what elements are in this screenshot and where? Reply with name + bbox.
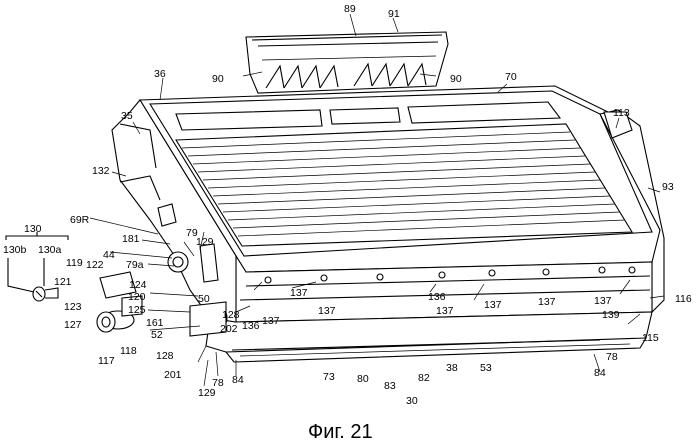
label-130b: 130b: [3, 244, 27, 256]
label-139: 139: [602, 309, 620, 321]
label-130: 130: [24, 223, 42, 235]
label-38: 38: [446, 362, 458, 374]
label-181: 181: [122, 233, 140, 245]
label-118: 118: [120, 345, 137, 357]
label-89: 89: [344, 3, 356, 15]
label-129-bottom: 129: [198, 387, 216, 399]
label-130a: 130a: [38, 244, 62, 256]
figure-caption: Фиг. 21: [308, 421, 373, 443]
label-137-g: 137: [290, 287, 308, 299]
label-83: 83: [384, 380, 396, 392]
label-93: 93: [662, 181, 674, 193]
label-128-lower: 128: [156, 350, 174, 362]
label-132: 132: [92, 165, 110, 177]
label-90-right: 90: [450, 73, 462, 85]
label-119: 119: [66, 257, 83, 269]
label-84-right: 84: [594, 367, 606, 379]
label-70: 70: [505, 71, 517, 83]
label-113: 113: [613, 107, 630, 119]
label-202: 202: [220, 323, 238, 335]
cartridge-body-drawing: [6, 86, 664, 362]
label-69R: 69R: [70, 214, 90, 226]
label-122: 122: [86, 259, 104, 271]
handle-drawing: [246, 32, 448, 93]
label-91: 91: [388, 8, 400, 20]
label-90-left: 90: [212, 73, 224, 85]
label-73: 73: [323, 371, 335, 383]
label-35: 35: [121, 110, 133, 122]
label-80: 80: [357, 373, 369, 385]
label-53: 53: [480, 362, 492, 374]
label-137-c: 137: [436, 305, 454, 317]
label-52: 52: [151, 329, 163, 341]
label-120: 120: [128, 291, 146, 303]
label-82: 82: [418, 372, 430, 384]
label-161: 161: [146, 317, 164, 329]
label-136-mid: 136: [428, 291, 446, 303]
label-136-left: 136: [242, 320, 260, 332]
label-124: 124: [129, 279, 147, 291]
label-137-b: 137: [318, 305, 336, 317]
label-137-d: 137: [484, 299, 502, 311]
label-137-e: 137: [538, 296, 556, 308]
label-128-upper: 128: [222, 309, 240, 321]
label-121: 121: [54, 276, 72, 288]
label-115: 115: [642, 332, 659, 344]
label-79a: 79a: [126, 259, 144, 271]
label-201: 201: [164, 369, 182, 381]
label-36: 36: [154, 68, 166, 80]
label-116: 116: [675, 293, 692, 305]
label-78-right: 78: [606, 351, 618, 363]
label-84-left: 84: [232, 374, 244, 386]
label-137-f: 137: [594, 295, 612, 307]
label-125: 125: [128, 304, 146, 316]
label-129-top: 129: [196, 236, 214, 248]
label-117: 117: [98, 355, 115, 367]
label-44: 44: [103, 249, 115, 261]
label-127: 127: [64, 319, 82, 331]
label-123: 123: [64, 301, 82, 313]
label-50: 50: [198, 293, 210, 305]
label-30: 30: [406, 395, 418, 407]
label-137-a: 137: [262, 315, 280, 327]
